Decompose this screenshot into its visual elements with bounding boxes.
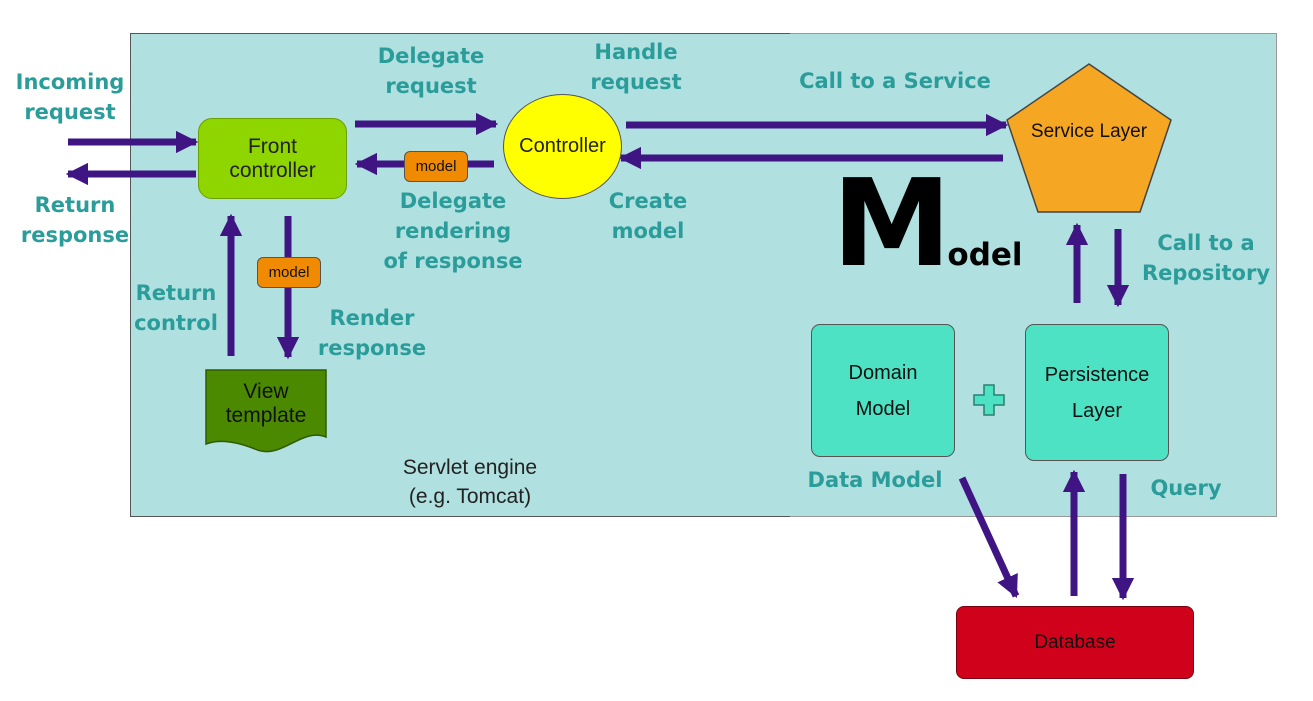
servlet-engine-label: Servlet engine (e.g. Tomcat) [402,456,538,508]
front-controller-box: Front controller [198,118,347,199]
incoming-request-label: Incoming request [15,70,125,124]
view-template-shape [205,369,327,453]
service-layer-label: Service Layer [1030,121,1148,142]
create-model-label: Create model [608,189,688,243]
data-model-arrow [958,476,1020,599]
return-response-label: Return response [20,193,130,247]
data-model-label: Data Model [807,468,943,492]
service-layer-pentagon [1006,63,1172,213]
model-tag-delegate: model [404,151,468,182]
domain-model-box: Domain Model [811,324,955,457]
view-template-label: View template [225,380,307,427]
database-box: Database [956,606,1194,679]
model-title-big-letter: M [832,155,951,294]
handle-request-label: Handle request [590,40,682,94]
delegate-rendering-label: Delegate rendering of response [383,189,523,273]
model-tag-render: model [257,257,321,288]
delegate-request-label: Delegate request [377,44,485,98]
query-label: Query [1150,476,1222,500]
call-to-repository-label: Call to a Repository [1141,231,1271,285]
render-response-label: Render response [317,306,427,360]
plus-icon [973,384,1005,416]
model-title-rest: odel [947,237,1023,273]
persistence-layer-box: Persistence Layer [1025,324,1169,461]
call-to-service-label: Call to a Service [799,69,991,93]
model-title: Model [832,155,1042,295]
return-control-label: Return control [134,281,218,335]
controller-circle: Controller [503,94,622,199]
